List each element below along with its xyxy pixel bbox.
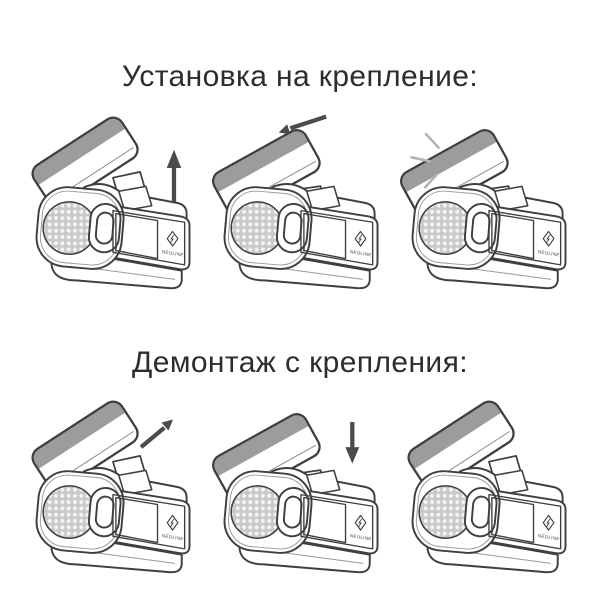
figure-remove-step-1 [18,390,206,576]
figure-install-step-1 [18,106,206,292]
install-section-title: Установка на крепление: [121,60,479,93]
figure-install-step-3 [394,106,582,292]
remove-section-title: Демонтаж с крепления: [132,346,468,379]
figure-remove-step-3 [394,390,582,576]
dashcam [33,182,191,290]
dashcam [409,182,567,290]
figure-install-step-2 [206,106,394,292]
arrow-slide-left-icon [278,114,327,135]
install-steps-row [0,106,600,292]
arrow-down-icon [345,421,360,464]
click-marks-icon [410,132,440,189]
arrow-up-right-icon [139,419,174,449]
dashcam [221,182,379,290]
remove-steps-row [0,390,600,576]
dashcam [33,466,191,574]
dashcam [221,466,379,574]
arrow-up-icon [166,149,182,202]
dashcam [409,466,567,574]
figure-remove-step-2 [206,390,394,576]
